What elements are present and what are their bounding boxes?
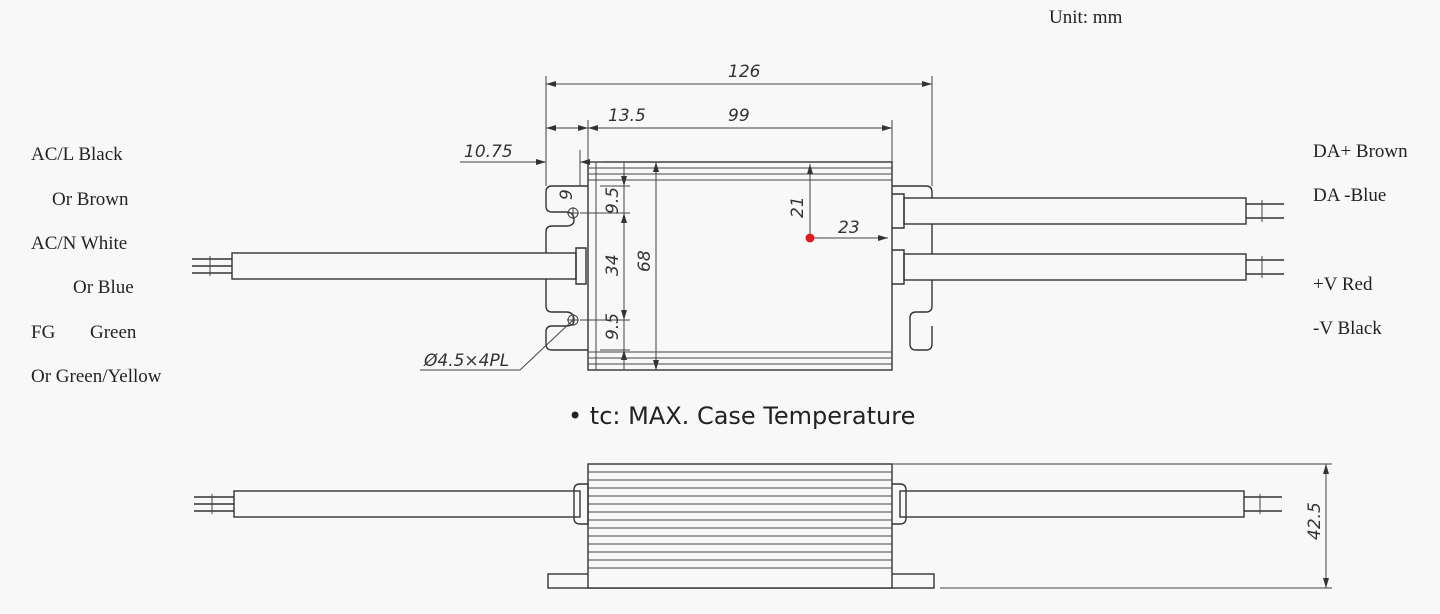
tc-note: • tc: MAX. Case Temperature bbox=[568, 402, 915, 430]
side-view: 42.5 bbox=[194, 463, 1332, 589]
fg-alt-label: Or Green/Yellow bbox=[31, 366, 162, 387]
dim-mount-offset: 10.75 bbox=[464, 142, 513, 162]
output-cable bbox=[903, 253, 1247, 281]
da-plus-label: DA+ Brown bbox=[1313, 141, 1408, 162]
bullet: • bbox=[568, 402, 590, 430]
unit-label: Unit: mm bbox=[1049, 7, 1123, 28]
dim-hole-bottom: 9.5 bbox=[603, 313, 623, 340]
housing-body bbox=[587, 161, 893, 371]
acn-label: AC/N White bbox=[31, 233, 128, 254]
tc-point bbox=[805, 233, 815, 243]
right-flange bbox=[892, 185, 933, 351]
v-plus-label: +V Red bbox=[1313, 274, 1373, 295]
hole-spec: Ø4.5×4PL bbox=[423, 351, 509, 371]
side-output-cable bbox=[899, 490, 1245, 518]
side-housing bbox=[587, 463, 893, 589]
dim-body-length: 99 bbox=[728, 106, 750, 126]
input-cable bbox=[231, 252, 577, 280]
acl-label: AC/L Black bbox=[31, 144, 123, 165]
dim-height: 42.5 bbox=[1305, 502, 1325, 540]
dim-hole-spacing: 34 bbox=[603, 254, 623, 276]
da-minus-label: DA -Blue bbox=[1313, 185, 1387, 206]
top-view: 126 13.5 99 10.75 9 9.5 34 9.5 bbox=[192, 62, 1284, 371]
dimming-cable bbox=[903, 197, 1247, 225]
acn-alt-label: Or Blue bbox=[73, 277, 134, 298]
dim-tc-y: 21 bbox=[788, 196, 808, 218]
side-input-cable bbox=[233, 490, 581, 518]
acl-alt-label: Or Brown bbox=[52, 189, 129, 210]
dim-tab-top: 9 bbox=[557, 189, 577, 200]
dim-hole-top: 9.5 bbox=[603, 187, 623, 214]
dim-body-width: 68 bbox=[635, 250, 655, 272]
tc-note-text: tc: MAX. Case Temperature bbox=[589, 402, 916, 430]
dim-total-length: 126 bbox=[728, 62, 761, 82]
fg-label: FG bbox=[31, 322, 56, 343]
side-fins bbox=[588, 479, 892, 569]
fg-color-label: Green bbox=[90, 322, 137, 343]
v-minus-label: -V Black bbox=[1313, 318, 1382, 339]
dim-tc-x: 23 bbox=[838, 218, 860, 238]
dim-flange: 13.5 bbox=[608, 106, 646, 126]
